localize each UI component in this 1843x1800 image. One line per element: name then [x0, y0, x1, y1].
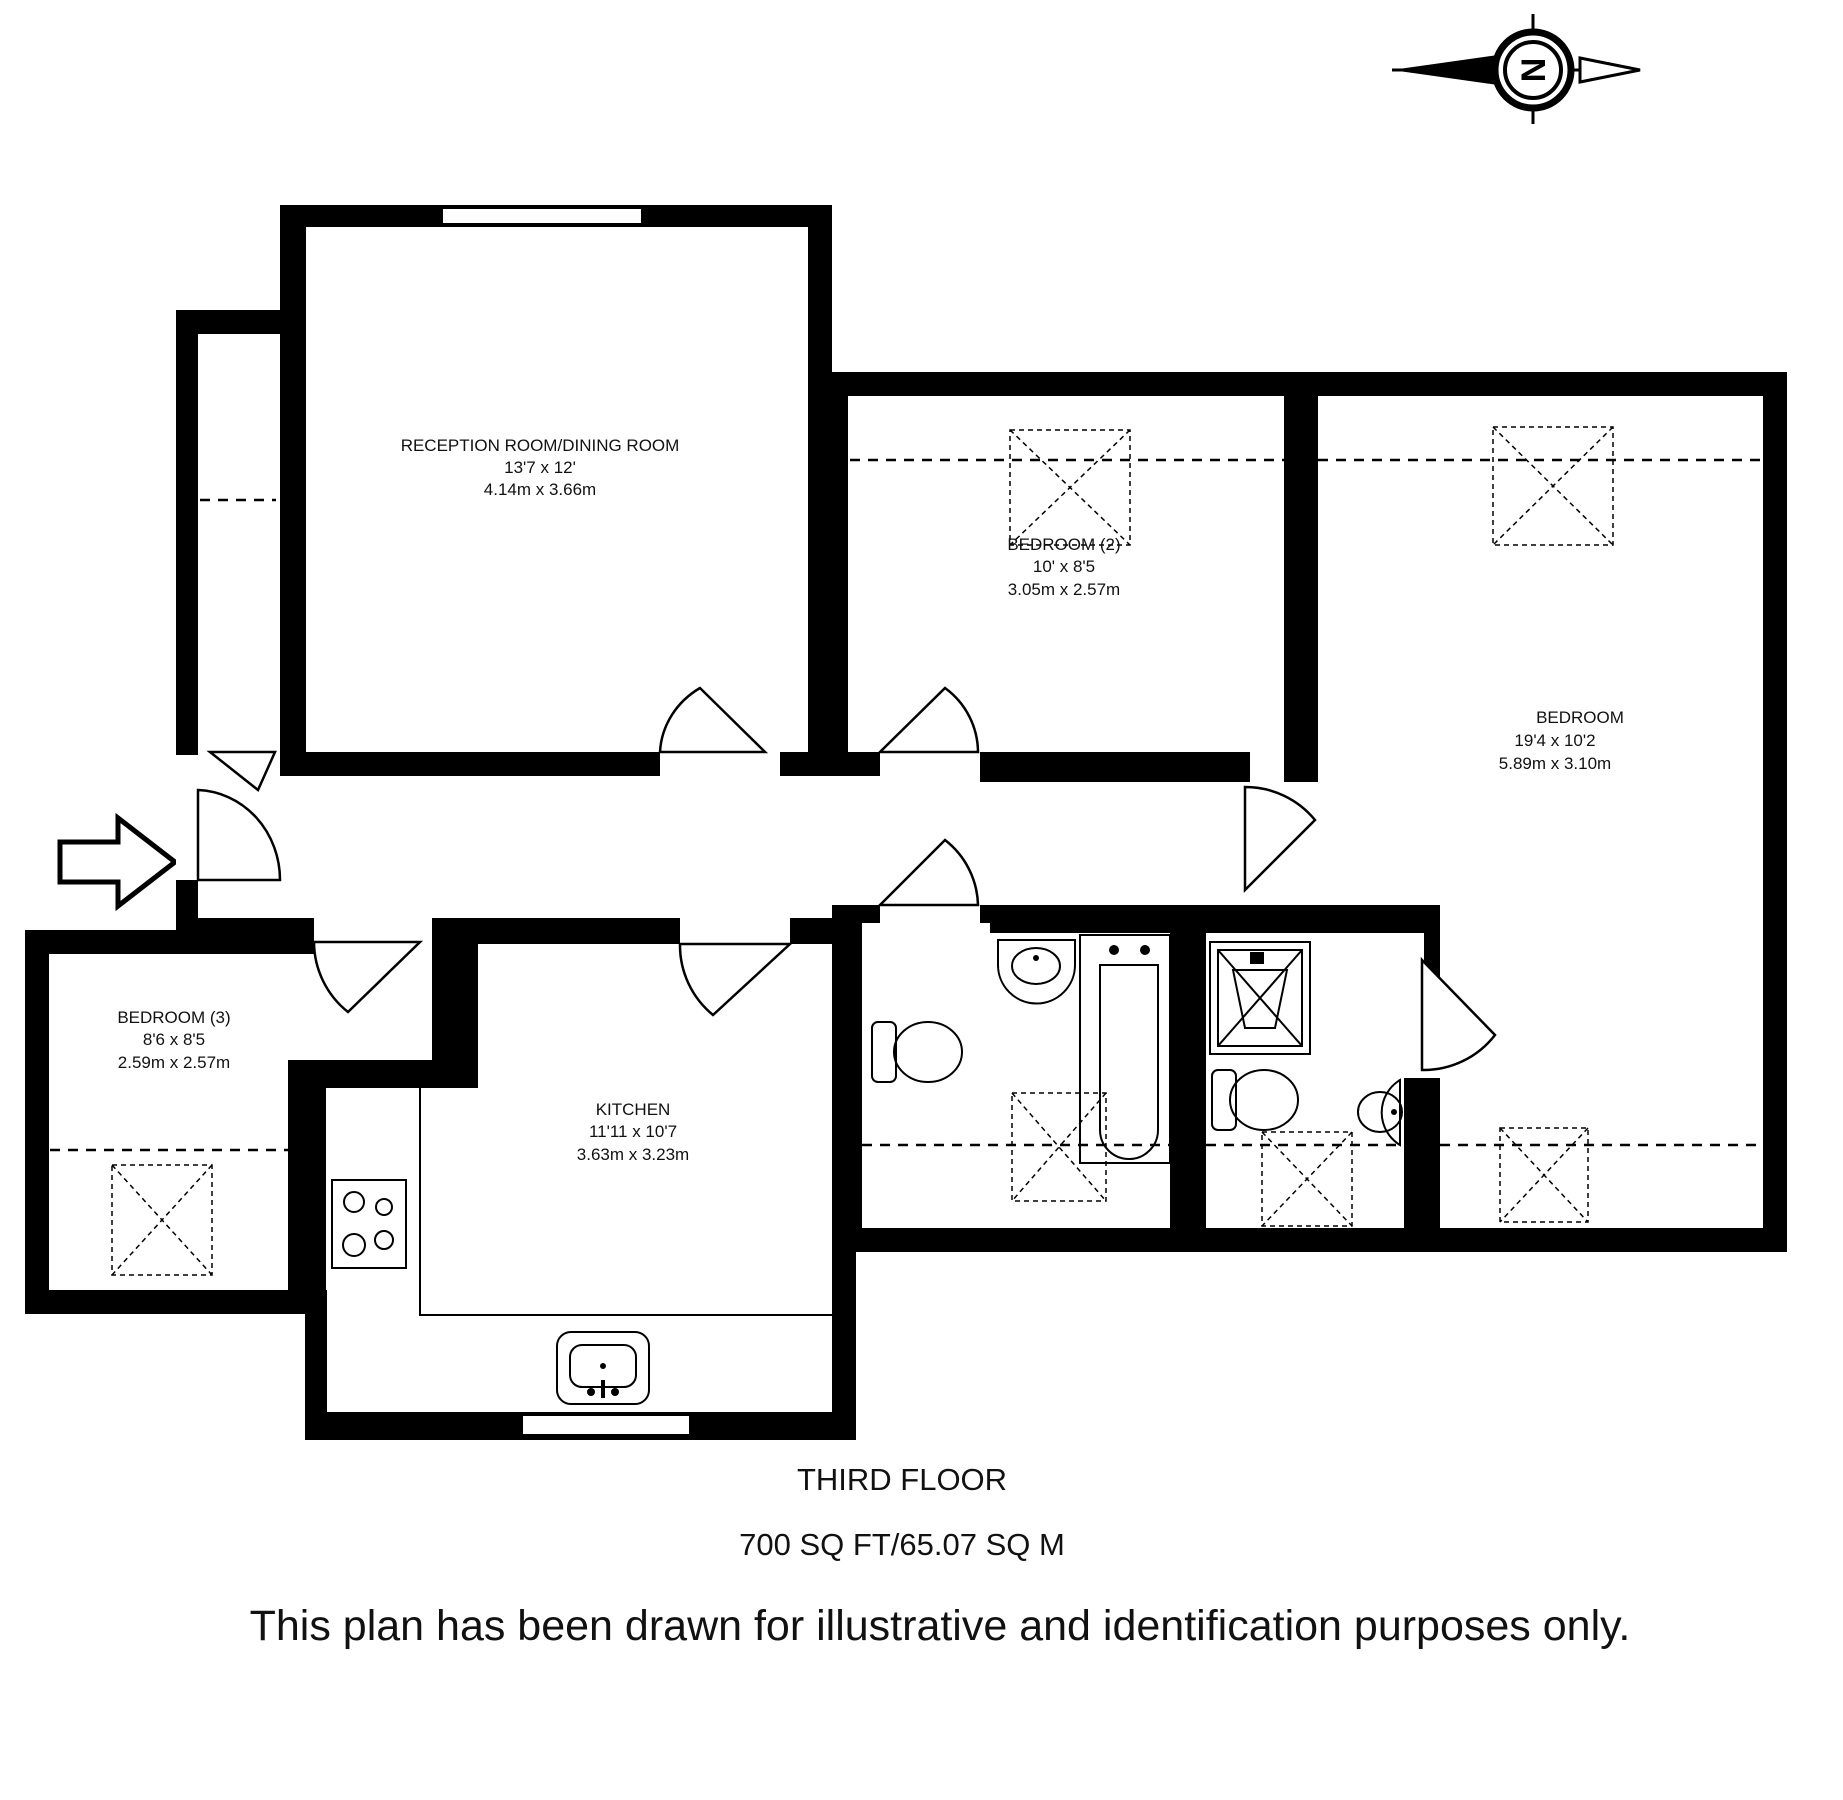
room-size-metric: 3.63m x 3.23m: [577, 1145, 689, 1164]
basin-icon: [1357, 1078, 1403, 1147]
skylight-bathroom: [1011, 1092, 1107, 1202]
room-label-bedroom2: BEDROOM (2) 10' x 8'5 3.05m x 2.57m: [1007, 535, 1120, 599]
entrance-arrow-icon: [57, 812, 180, 912]
room-size-imperial: 13'7 x 12': [504, 458, 576, 477]
window-kitchen: [522, 1415, 690, 1435]
compass-letter: N: [1515, 58, 1553, 83]
room-label-reception: RECEPTION ROOM/DINING ROOM 13'7 x 12' 4.…: [401, 436, 680, 499]
bathroom-fittings: [871, 934, 1171, 1164]
room-label-kitchen: KITCHEN 11'11 x 10'7 3.63m x 3.23m: [577, 1100, 689, 1164]
room-name: KITCHEN: [596, 1100, 671, 1119]
bath-icon: [1079, 934, 1171, 1164]
room-size-metric: 3.05m x 2.57m: [1008, 580, 1120, 599]
skylight-bedroom1-top: [1492, 426, 1614, 546]
shower-icon: [1209, 941, 1311, 1055]
room-label-bedroom3: BEDROOM (3) 8'6 x 8'5 2.59m x 2.57m: [117, 1008, 230, 1072]
eaves-lines: [50, 458, 1763, 1152]
floor-name: THIRD FLOOR: [797, 1462, 1007, 1497]
hob-icon: [331, 1179, 407, 1269]
ensuite-fittings: [1209, 941, 1403, 1147]
room-name: BEDROOM: [1536, 708, 1624, 727]
room-size-imperial: 19'4 x 10'2: [1514, 731, 1595, 750]
room-size-imperial: 11'11 x 10'7: [589, 1122, 677, 1141]
toilet-icon: [1211, 1069, 1299, 1131]
room-size-imperial: 8'6 x 8'5: [143, 1030, 205, 1049]
disclaimer: This plan has been drawn for illustrativ…: [250, 1602, 1631, 1650]
room-size-metric: 4.14m x 3.66m: [484, 480, 596, 499]
room-size-metric: 5.89m x 3.10m: [1499, 754, 1611, 773]
room-name: RECEPTION ROOM/DINING ROOM: [401, 436, 680, 455]
kitchen-fittings: [331, 1088, 832, 1405]
skylight-bedroom2: [1009, 429, 1131, 546]
window-reception: [442, 208, 642, 224]
toilet-icon: [871, 1021, 963, 1083]
north-compass-icon: N: [1392, 14, 1641, 124]
floor-area: 700 SQ FT/65.07 SQ M: [739, 1527, 1065, 1562]
skylight-bedroom3: [111, 1164, 213, 1276]
skylight-ensuite: [1261, 1131, 1353, 1227]
room-size-imperial: 10' x 8'5: [1033, 557, 1095, 576]
room-name: BEDROOM (2): [1007, 535, 1120, 554]
walls: [25, 205, 1787, 1440]
doors: [176, 686, 1497, 1078]
skylight-bedroom1-bottom: [1499, 1127, 1589, 1223]
basin-icon: [997, 939, 1076, 1005]
room-name: BEDROOM (3): [117, 1008, 230, 1027]
sink-icon: [556, 1331, 650, 1405]
skylights: [111, 426, 1614, 1276]
room-size-metric: 2.59m x 2.57m: [118, 1053, 230, 1072]
room-label-bedroom1: BEDROOM 19'4 x 10'2 5.89m x 3.10m: [1499, 708, 1624, 773]
